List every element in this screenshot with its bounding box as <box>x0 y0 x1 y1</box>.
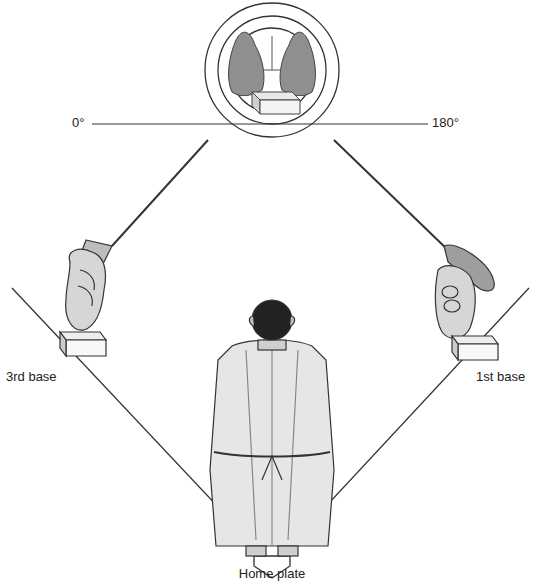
base-side <box>452 336 458 360</box>
lungs-model <box>229 32 316 114</box>
finger-ring <box>442 286 458 298</box>
base-front <box>458 344 498 360</box>
instrument-shaft <box>334 140 450 252</box>
finger-lines <box>78 270 94 306</box>
base-front <box>66 340 106 356</box>
field-label: 180° <box>432 116 459 130</box>
base-top <box>60 332 106 340</box>
right-instrument <box>334 140 498 360</box>
base-side <box>60 332 66 356</box>
collar <box>258 340 286 350</box>
right-leg <box>278 546 298 556</box>
target-rings <box>205 3 339 137</box>
ears <box>249 316 294 326</box>
trachea <box>264 36 280 70</box>
field-label: 1st base <box>476 370 525 384</box>
ring <box>218 16 326 124</box>
surgical-gown <box>210 340 334 546</box>
field-label: 3rd base <box>6 370 57 384</box>
left-leg <box>246 546 266 556</box>
right-lung <box>280 32 315 95</box>
field-label: Home plate <box>239 567 305 581</box>
belt-tie <box>262 456 282 480</box>
surgeon <box>210 300 334 556</box>
finger-ring <box>444 300 460 312</box>
instrument-shaft <box>112 140 208 246</box>
gown-belt <box>214 452 330 457</box>
block-front <box>260 100 300 114</box>
left-instrument <box>60 140 208 356</box>
gloved-hand <box>435 266 475 339</box>
angle-axis <box>92 123 428 124</box>
ring <box>205 3 339 137</box>
block-side <box>252 92 260 114</box>
base-top <box>452 336 498 344</box>
left-lung <box>229 32 264 95</box>
field-label: 0° <box>72 116 84 130</box>
gloved-hand <box>66 249 106 330</box>
gown-folds <box>246 346 298 546</box>
head <box>252 300 292 340</box>
